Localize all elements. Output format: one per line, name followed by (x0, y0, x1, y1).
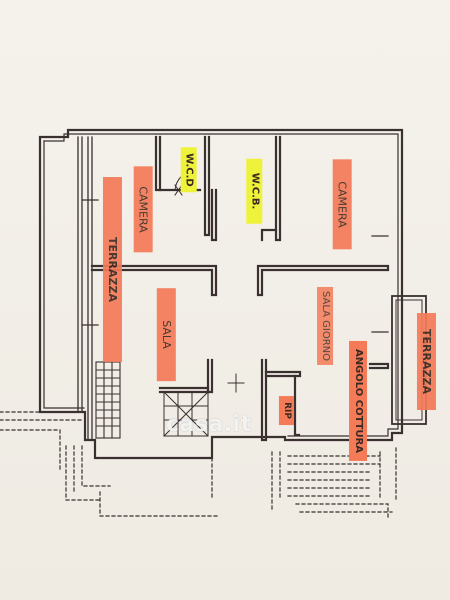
outer-walls (38, 128, 404, 460)
label-terrazza-left: TERRAZZA (102, 177, 122, 362)
watermark: casa.it (166, 412, 252, 437)
label-wcb: W.C.B. (246, 158, 263, 224)
interior-walls (90, 135, 390, 442)
entrance-landing (163, 391, 209, 437)
label-rip: RIP (278, 396, 294, 425)
label-sala-giorno: SALA GIORNO (317, 286, 334, 366)
label-sala: SALA (156, 288, 176, 381)
label-camera: CAMERA (133, 166, 153, 253)
window-ticks (81, 199, 389, 333)
label-terrazza-right: TERRAZZA (416, 313, 436, 410)
left-terrace-railing (77, 136, 93, 441)
exterior-dashed-lines (0, 411, 397, 521)
staircase (95, 361, 121, 439)
label-angolo-cottura: ANGOLO COTTURA (349, 340, 368, 462)
label-wcd: W.C.D (180, 147, 197, 193)
label-camera-right: CAMERA (332, 159, 352, 250)
